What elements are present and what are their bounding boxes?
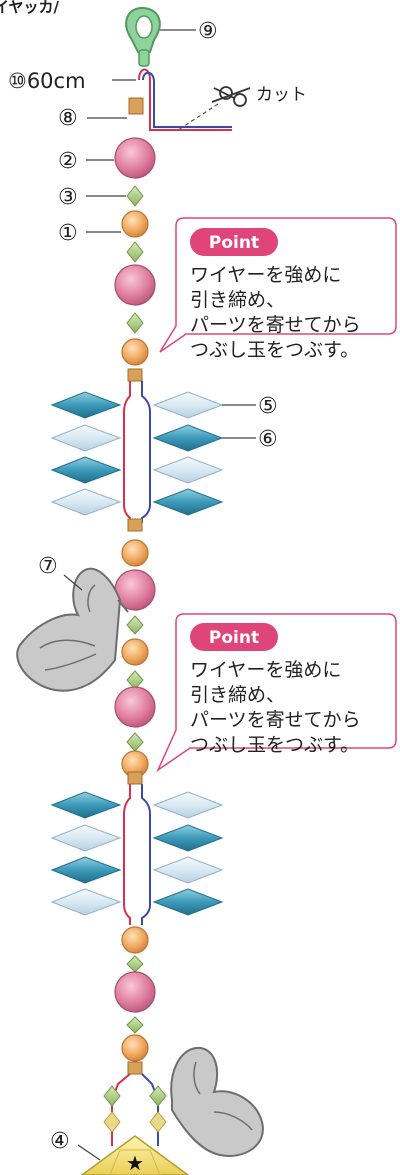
dark-crystal-bicone [50, 856, 122, 884]
pendant-crystal: ★ [80, 1135, 190, 1175]
scissors-icon [211, 86, 251, 107]
pink-bead [114, 137, 156, 179]
dark-crystal-bicone [50, 791, 122, 819]
pink-bead [114, 686, 156, 728]
orange-bead [121, 338, 149, 366]
callout-line: 引き締め、 [190, 289, 285, 311]
orange-bead [121, 926, 149, 954]
top-strand [114, 137, 156, 382]
dark-crystal-bicone [50, 456, 122, 484]
callout-line: つぶし玉をつぶす。 [190, 734, 359, 756]
butterfly-label: ⑦ [38, 554, 58, 579]
green-bead [103, 1085, 121, 1107]
callout-line: ワイヤーを強めに [190, 659, 341, 681]
callout-line: パーツを寄せてから [190, 709, 361, 731]
green-bead [149, 1085, 167, 1107]
point-callout: Point ワイヤーを強めに 引き締め、 パーツを寄せてから つぶし玉をつぶす。 [156, 613, 397, 773]
light-crystal-bicone [152, 856, 224, 884]
dark-crystal-label: ⑥ [258, 427, 278, 452]
crimp-bead [127, 1061, 143, 1075]
orange-bead [121, 210, 149, 238]
light-crystal-bicone [50, 488, 122, 516]
middle-strand [114, 539, 156, 785]
green-bead [126, 955, 144, 973]
crimp-bead [127, 368, 143, 382]
light-crystal-label: ⑤ [258, 394, 278, 419]
light-crystal-bicone [152, 791, 224, 819]
callout-title: Point [209, 628, 259, 648]
callout-line: パーツを寄せてから [190, 314, 361, 336]
wire-length-label: ⑩60cm [8, 69, 86, 93]
dark-crystal-bicone [50, 391, 122, 419]
callout-line: ワイヤーを強めに [190, 264, 341, 286]
green-bead [126, 312, 144, 334]
pendant-label: ④ [50, 1129, 70, 1154]
light-crystal-bicone [152, 391, 224, 419]
orange-bead [121, 1034, 149, 1062]
crimp-bead [127, 771, 143, 785]
ring-label: ⑨ [198, 19, 218, 44]
callout-line: つぶし玉をつぶす。 [190, 339, 359, 361]
light-crystal-bicone [152, 456, 224, 484]
green-bead [126, 670, 144, 690]
pink-bead [114, 971, 156, 1013]
point-callout: Point ワイヤーを強めに 引き締め、 パーツを寄せてから つぶし玉をつぶす。 [159, 217, 397, 361]
orange-bead-label: ① [58, 221, 78, 246]
green-bead-label: ③ [58, 185, 78, 210]
butterfly-charm-icon [16, 567, 129, 692]
yellow-bead [149, 1111, 167, 1133]
callout-line: 引き締め、 [190, 684, 285, 706]
cut-dashed-line [177, 103, 219, 131]
crystal-section [50, 381, 224, 532]
header-fragment: イヤッカ/ [0, 0, 60, 16]
light-crystal-bicone [50, 424, 122, 452]
callout-title: Point [209, 233, 259, 253]
yellow-bead [103, 1111, 121, 1133]
green-bead [126, 241, 144, 263]
orange-bead [121, 638, 149, 666]
green-bead [126, 615, 144, 635]
crystal-section [50, 784, 224, 925]
dark-crystal-bicone [152, 824, 224, 852]
pink-bead [114, 264, 156, 306]
star-icon: ★ [126, 1151, 144, 1175]
light-crystal-bicone [50, 888, 122, 916]
cut-label: カット [256, 85, 307, 105]
green-bead [126, 732, 144, 752]
wire-top [138, 68, 232, 131]
orange-bead [121, 539, 149, 567]
bottom-strand [114, 926, 156, 1075]
dark-crystal-bicone [152, 888, 224, 916]
bottom-loop [103, 1073, 167, 1146]
crimp-bead [128, 97, 144, 115]
crimp-label: ⑧ [58, 106, 78, 131]
crimp-bead [127, 518, 143, 532]
lobster-clasp-icon [125, 6, 161, 67]
pink-bead-label: ② [58, 149, 78, 174]
light-crystal-bicone [50, 824, 122, 852]
green-bead [126, 1016, 144, 1034]
dark-crystal-bicone [152, 488, 224, 516]
butterfly-charm-icon [170, 1046, 264, 1157]
green-bead [126, 185, 144, 207]
dark-crystal-bicone [152, 424, 224, 452]
